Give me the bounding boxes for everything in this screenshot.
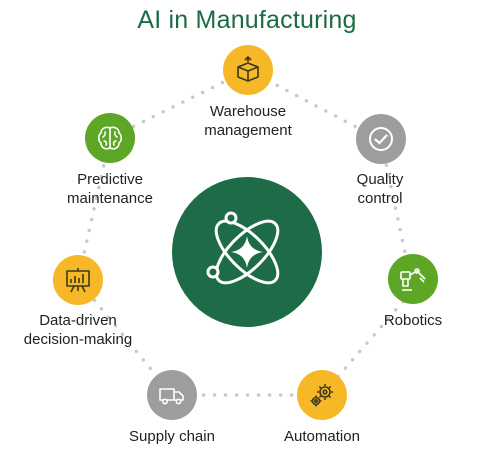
check-circle-icon [369, 127, 393, 151]
predictive-node [85, 113, 135, 163]
gears-icon [310, 384, 333, 407]
brain-icon [97, 126, 123, 150]
supply-chain-node [147, 370, 197, 420]
center-ai-badge [172, 177, 322, 327]
truck-icon [159, 388, 184, 405]
package-icon [237, 56, 259, 82]
ai-atom-icon [206, 211, 280, 285]
robot-arm-icon [400, 268, 426, 291]
quality-node [356, 114, 406, 164]
robotics-label: Robotics [383, 312, 443, 329]
warehouse-node [223, 45, 273, 95]
diagram-title: AI in Manufacturing [137, 6, 357, 34]
robotics-node [388, 254, 438, 304]
data-driven-node [53, 255, 103, 305]
automation-label: Automation [284, 428, 360, 445]
chart-board-icon [66, 268, 90, 293]
supply-chain-label: Supply chain [129, 428, 215, 445]
automation-node [297, 370, 347, 420]
